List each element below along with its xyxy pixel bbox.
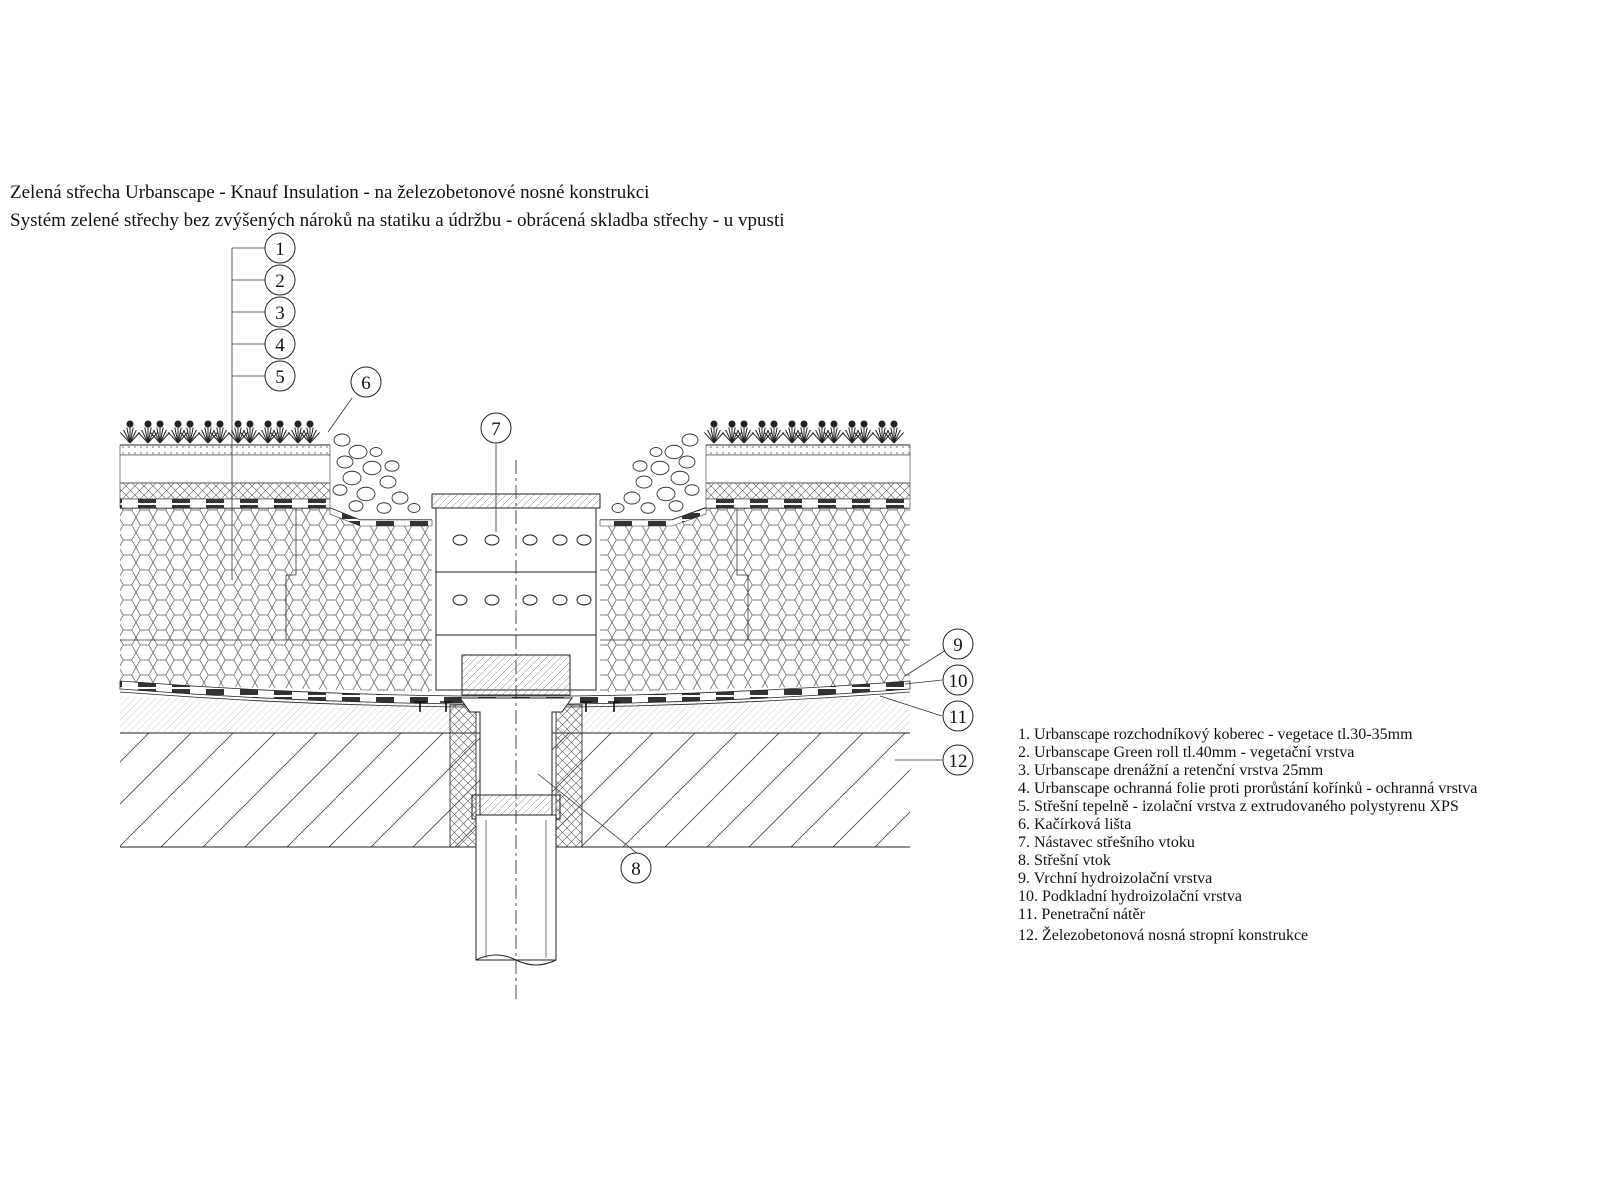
xps-insulation: [120, 507, 910, 692]
gravel-strip: [332, 433, 700, 514]
roof-drain: [414, 460, 620, 1000]
legend-item: 4. Urbanscape ochranná folie proti prorů…: [1018, 780, 1478, 797]
callout-7: 7: [480, 412, 512, 444]
callout-label: 9: [953, 635, 963, 656]
legend-item: 9. Vrchní hydroizolační vrstva: [1018, 870, 1213, 887]
callout-3: 3: [264, 296, 296, 328]
legend-item: 7. Nástavec střešního vtoku: [1018, 834, 1195, 851]
legend-item: 1. Urbanscape rozchodníkový koberec - ve…: [1018, 726, 1413, 743]
callout-label: 6: [361, 373, 371, 394]
callout-label: 8: [631, 859, 641, 880]
callout-label: 7: [491, 419, 501, 440]
callout-label: 4: [275, 335, 285, 356]
callout-6: 6: [350, 366, 382, 398]
legend-item: 12. Železobetonová nosná stropní konstru…: [1018, 927, 1309, 944]
green-roof-left: [119, 444, 433, 527]
title-line-2: Systém zelené střechy bez zvýšených náro…: [10, 210, 785, 231]
legend: 1. Urbanscape rozchodníkový koberec - ve…: [1018, 726, 1477, 945]
legend-item: 11. Penetrační nátěr: [1018, 906, 1145, 923]
legend-item: 8. Střešní vtok: [1018, 852, 1111, 869]
callout-8: 8: [620, 852, 652, 884]
callout-11: 11: [942, 700, 974, 732]
callout-2: 2: [264, 264, 296, 296]
legend-item: 3. Urbanscape drenážní a retenční vrstva…: [1018, 762, 1324, 779]
callout-1: 1: [264, 232, 296, 264]
callout-12: 12: [942, 744, 974, 776]
legend-item: 5. Střešní tepelně - izolační vrstva z e…: [1018, 798, 1459, 815]
callout-label: 11: [949, 707, 967, 728]
callout-label: 12: [949, 751, 968, 772]
callout-label: 5: [275, 367, 285, 388]
green-roof-right: [599, 444, 911, 527]
callout-10: 10: [942, 664, 974, 696]
callout-label: 3: [275, 303, 285, 324]
legend-item: 2. Urbanscape Green roll tl.40mm - veget…: [1018, 744, 1355, 761]
callout-5: 5: [264, 360, 296, 392]
callout-9: 9: [942, 628, 974, 660]
vegetation: [120, 420, 910, 446]
screed-layer: [120, 697, 910, 733]
leader-lines: [231, 247, 947, 855]
legend-item: 6. Kačírková lišta: [1018, 816, 1132, 833]
callout-label: 10: [949, 671, 968, 692]
callout-4: 4: [264, 328, 296, 360]
callout-label: 1: [275, 239, 285, 260]
title-line-1: Zelená střecha Urbanscape - Knauf Insula…: [10, 182, 650, 203]
callout-label: 2: [275, 271, 285, 292]
legend-item: 10. Podkladní hydroizolační vrstva: [1018, 888, 1242, 905]
